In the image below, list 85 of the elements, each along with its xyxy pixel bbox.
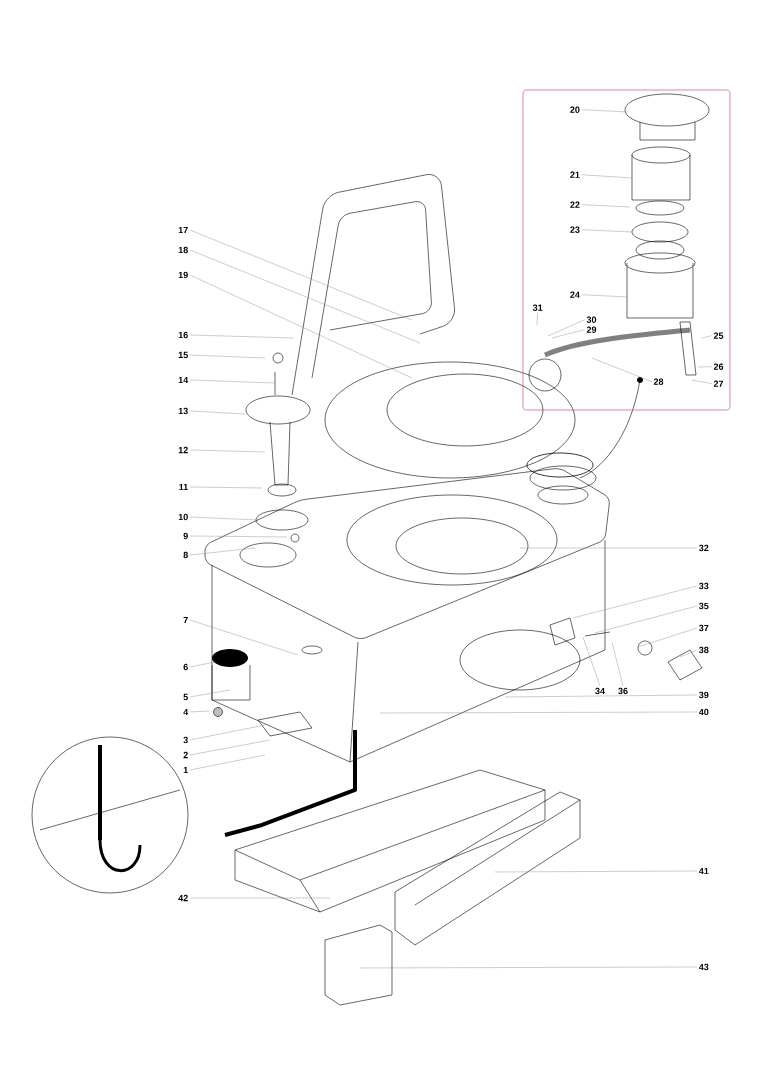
callout-number: 2: [183, 751, 188, 759]
leader-line: [189, 619, 299, 656]
leader-line: [359, 966, 698, 969]
callout-number: 28: [653, 378, 664, 385]
leader-line: [581, 109, 629, 113]
leader-line: [536, 312, 538, 326]
leader-line: [189, 754, 266, 771]
leader-line: [572, 585, 698, 619]
callout-number: 31: [532, 304, 543, 311]
callout-number: 27: [713, 380, 724, 387]
leader-line: [189, 274, 413, 379]
leader-line: [189, 410, 246, 415]
callout-number: 23: [570, 226, 580, 233]
leader-line: [581, 294, 629, 298]
leader-line: [581, 204, 631, 208]
leader-line: [189, 516, 259, 521]
leader-line: [189, 379, 276, 384]
callout-number: 18: [178, 246, 188, 254]
callout-number: 4: [183, 708, 189, 716]
callout-number: 38: [699, 646, 709, 654]
leader-line: [611, 641, 624, 687]
leader-line: [189, 354, 266, 359]
leader-line: [189, 535, 288, 538]
callout-number: 13: [178, 407, 188, 415]
leader-line: [189, 249, 421, 344]
leader-line: [189, 710, 210, 713]
leader-line: [697, 366, 712, 368]
callout-number: 24: [570, 291, 580, 298]
callout-number: 16: [178, 331, 188, 339]
callout-number: 17: [178, 226, 188, 234]
leader-line: [504, 694, 698, 698]
callout-number: 10: [178, 513, 188, 521]
callout-number: 26: [713, 363, 724, 370]
callout-number: 25: [713, 332, 724, 339]
callout-number: 1: [183, 766, 188, 774]
callout-number: 41: [698, 867, 709, 875]
leader-line: [547, 319, 585, 337]
leader-line: [189, 449, 266, 453]
leader-line: [189, 661, 216, 668]
leader-line: [189, 486, 263, 489]
callout-number: 33: [699, 582, 709, 590]
callout-number: 20: [570, 106, 580, 113]
leader-line: [679, 649, 698, 658]
callout-number: 30: [586, 316, 597, 323]
leader-line: [189, 547, 256, 556]
callout-number: 21: [570, 171, 580, 178]
callout-number: 6: [183, 663, 188, 671]
callout-number: 9: [183, 532, 188, 540]
inset-frame: [522, 89, 731, 411]
callout-number: 40: [698, 708, 709, 716]
leader-line: [594, 605, 698, 634]
leader-line: [581, 174, 633, 179]
callout-number: 14: [178, 376, 189, 384]
leader-line: [189, 724, 266, 741]
callout-number: 34: [595, 687, 605, 695]
callout-number: 43: [698, 963, 709, 971]
leader-line: [591, 357, 652, 382]
leader-line: [582, 636, 601, 687]
callout-number: 11: [179, 483, 188, 491]
callout-number: 22: [570, 201, 580, 208]
callout-number: 36: [618, 687, 628, 695]
callout-number: 12: [178, 446, 188, 454]
callout-number: 3: [183, 736, 188, 744]
leader-line: [494, 870, 698, 873]
leader-line: [701, 335, 712, 339]
callout-number: 42: [178, 894, 188, 902]
leader-line: [189, 689, 231, 698]
leader-line: [379, 711, 698, 714]
callout-number: 32: [699, 544, 709, 552]
leader-line: [189, 229, 413, 321]
leader-line: [189, 739, 271, 756]
leader-line: [581, 229, 633, 233]
leader-line: [189, 334, 295, 339]
callout-number: 35: [699, 602, 709, 610]
callout-number: 37: [699, 624, 709, 632]
leader-line: [551, 329, 585, 339]
callout-number: 15: [178, 351, 188, 359]
callout-number: 29: [586, 326, 597, 333]
callout-number: 8: [183, 551, 188, 559]
leader-line: [637, 627, 698, 648]
callout-number: 7: [183, 616, 188, 624]
callout-number: 19: [178, 271, 188, 279]
leader-line: [691, 379, 712, 384]
callout-number: 39: [699, 691, 709, 699]
callout-number: 5: [183, 693, 188, 701]
